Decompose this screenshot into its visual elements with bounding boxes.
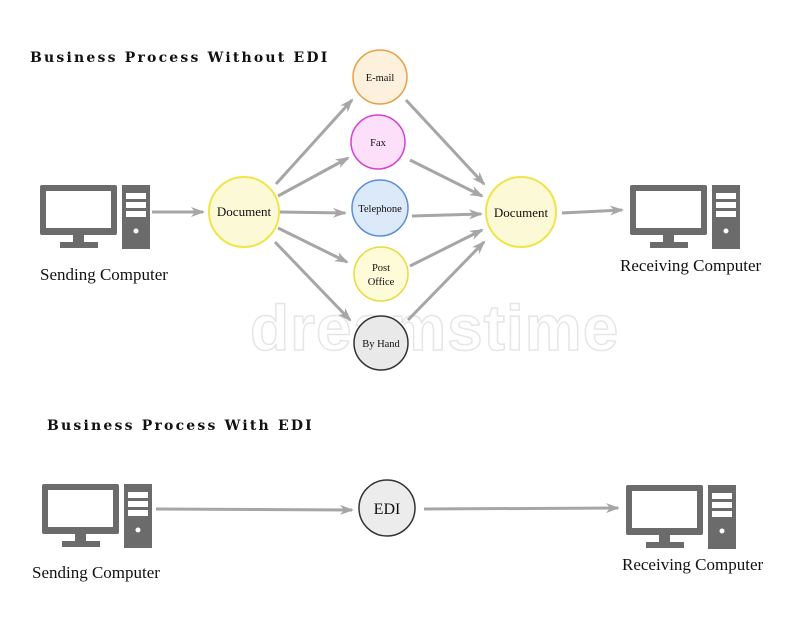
document-left-label: Document xyxy=(217,204,272,219)
receiving-computer-bottom-label: Receiving Computer xyxy=(622,555,764,574)
channel-by-hand: By Hand xyxy=(353,315,409,371)
channel-email: E-mail xyxy=(352,49,408,105)
watermark: dreamstime xyxy=(250,292,619,364)
channel-by-hand-label: By Hand xyxy=(362,339,400,350)
sending-computer-bottom-icon xyxy=(42,484,152,548)
channel-post-office-label-2: Office xyxy=(368,277,395,288)
receiving-computer-label: Receiving Computer xyxy=(620,256,762,275)
channel-email-label: E-mail xyxy=(366,73,395,84)
receiving-computer-bottom-icon xyxy=(626,485,736,549)
edi-label: EDI xyxy=(374,501,401,518)
channel-post-office: Post Office xyxy=(353,246,409,302)
document-right-label: Document xyxy=(494,205,549,220)
channel-fax-label: Fax xyxy=(370,138,387,149)
document-node-left: Document xyxy=(208,176,280,248)
sending-computer-bottom-label: Sending Computer xyxy=(32,563,160,582)
arrows-without-edi xyxy=(152,98,624,322)
channel-telephone-label: Telephone xyxy=(358,204,402,215)
edi-node: EDI xyxy=(358,479,416,537)
sending-computer-icon xyxy=(40,185,150,249)
sending-computer-label: Sending Computer xyxy=(40,265,168,284)
channel-post-office-label-1: Post xyxy=(372,263,390,274)
arrows-with-edi xyxy=(155,503,620,515)
channel-fax: Fax xyxy=(350,114,406,170)
document-node-right: Document xyxy=(485,176,557,248)
receiving-computer-icon xyxy=(630,185,740,249)
title-without-edi: Business Process Without EDI xyxy=(30,50,330,66)
title-with-edi: Business Process With EDI xyxy=(47,418,314,434)
channel-telephone: Telephone xyxy=(351,179,409,237)
